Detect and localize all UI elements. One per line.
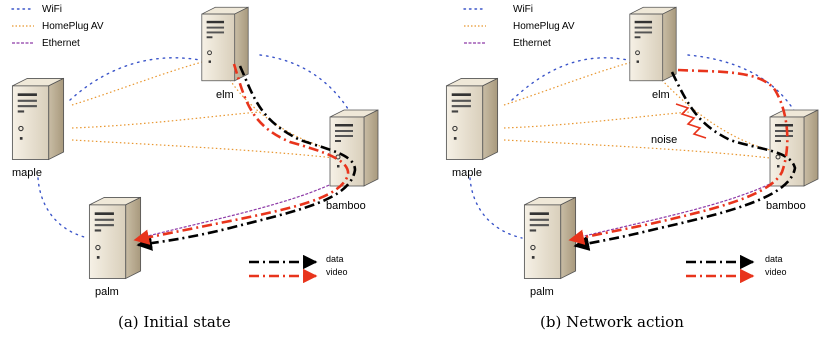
caption-network-action: (b) Network action	[540, 313, 684, 331]
homeplug-link-maple-elm-2	[503, 111, 691, 129]
wifi-link-maple-palm	[469, 177, 523, 239]
legend: WiFi HomePlug AV Ethernet	[11, 4, 104, 49]
homeplug-link-maple-bamboo	[71, 139, 336, 159]
server-maple-icon	[11, 77, 65, 161]
legend-right: WiFi HomePlug AV Ethernet	[463, 4, 575, 49]
homeplug-link-elm-bamboo	[661, 79, 771, 151]
ethernet-link-palm-bamboo	[139, 179, 341, 239]
homeplug-link-maple-elm	[503, 59, 641, 106]
flow-video-path	[568, 68, 789, 245]
server-elm-icon	[629, 6, 677, 82]
wifi-link-maple-elm	[511, 57, 629, 101]
legend-wifi-label: WiFi	[513, 4, 533, 15]
wifi-link-maple-palm	[37, 177, 89, 239]
flow-video-path	[133, 63, 350, 245]
wifi-link-elm-bamboo	[259, 54, 351, 113]
node-label-elm: elm	[652, 89, 670, 101]
flow-key-data-label: data	[765, 254, 783, 264]
panel-network-action: WiFi HomePlug AV Ethernet noise	[445, 4, 819, 331]
node-label-palm: palm	[530, 286, 554, 298]
node-label-palm: palm	[95, 286, 119, 298]
homeplug-link-elm-bamboo	[229, 79, 336, 151]
node-label-elm: elm	[216, 89, 234, 101]
legend-wifi-label: WiFi	[42, 4, 62, 15]
ethernet-link-palm-bamboo	[575, 179, 779, 239]
server-palm-icon	[523, 196, 577, 280]
server-bamboo-icon	[769, 109, 819, 187]
server-palm-icon	[88, 196, 142, 280]
noise-label: noise	[651, 134, 677, 146]
server-maple-icon	[445, 77, 499, 161]
flow-key-video-label: video	[326, 267, 348, 277]
legend-ethernet-label: Ethernet	[513, 38, 551, 49]
wifi-links-right	[469, 54, 796, 239]
flow-key-data-label: data	[326, 254, 344, 264]
panel-initial-state: WiFi HomePlug AV Ethernet	[11, 4, 379, 331]
legend-ethernet-label: Ethernet	[42, 38, 80, 49]
wifi-link-elm-bamboo	[687, 54, 796, 113]
node-label-bamboo: bamboo	[326, 200, 366, 212]
node-label-maple: maple	[12, 167, 42, 179]
homeplug-link-maple-bamboo	[503, 139, 771, 159]
node-label-bamboo: bamboo	[766, 200, 806, 212]
caption-initial-state: (a) Initial state	[118, 313, 231, 331]
homeplug-link-maple-elm	[71, 59, 211, 106]
flow-key-video-label: video	[765, 267, 787, 277]
flow-key-right: data video	[686, 254, 787, 284]
homeplug-link-maple-elm-2	[71, 111, 261, 129]
flow-data-path	[573, 71, 797, 251]
flow-data-path	[136, 65, 357, 251]
noise-zigzag-icon	[675, 103, 707, 139]
legend-homeplug-label: HomePlug AV	[513, 21, 575, 32]
flow-key: data video	[249, 254, 348, 284]
homeplug-links-right	[503, 59, 771, 159]
node-label-maple: maple	[452, 167, 482, 179]
legend-homeplug-label: HomePlug AV	[42, 21, 104, 32]
wifi-links	[37, 54, 351, 239]
wifi-link-maple-elm	[69, 57, 201, 101]
